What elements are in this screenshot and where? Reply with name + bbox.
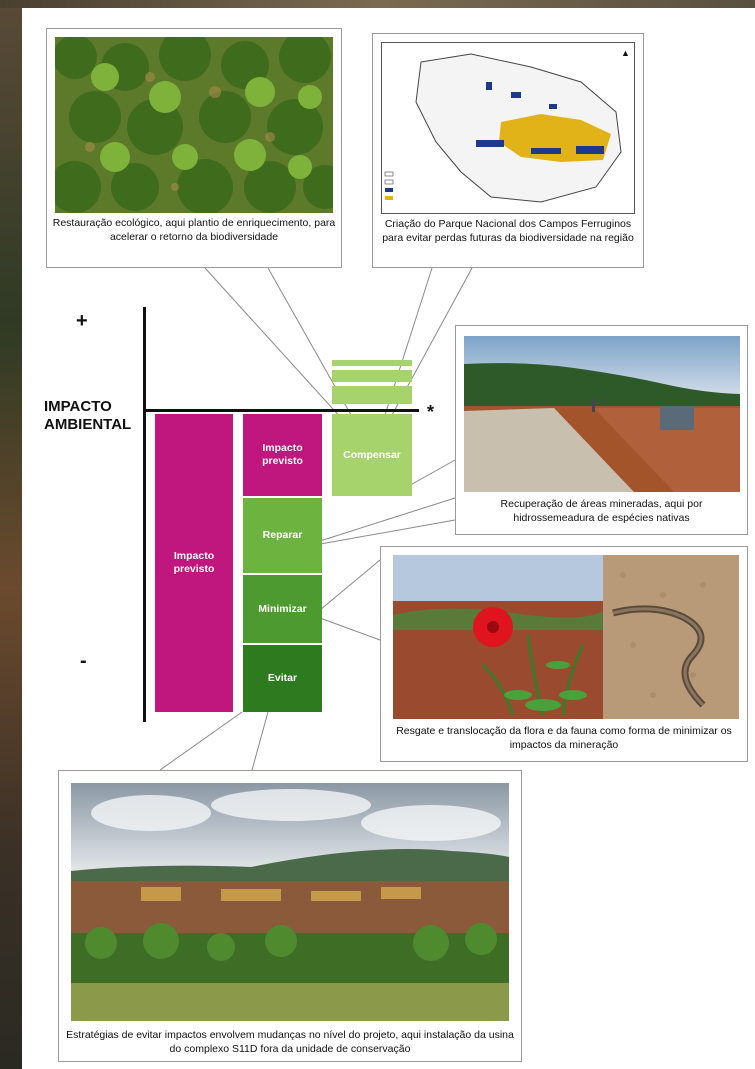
plant-landscape-photo <box>71 783 509 1021</box>
svg-text:▲: ▲ <box>621 48 630 58</box>
callout-recovery: Recuperação de áreas mineradas, aqui por… <box>455 325 748 535</box>
bar-compensar-stripe-3 <box>332 386 412 404</box>
caption-recovery: Recuperação de áreas mineradas, aqui por… <box>500 498 703 524</box>
asterisk: * <box>427 402 435 422</box>
line-avoid-1 <box>159 711 243 771</box>
line-avoid-2 <box>251 711 269 771</box>
callout-restoration: Restauração ecológico, aqui plantio de e… <box>46 28 342 268</box>
bar-reparar: Reparar <box>243 498 322 573</box>
vertical-axis <box>143 307 146 722</box>
bar-compensar-stripe-2 <box>332 370 412 382</box>
bar-compensar-stripe-1 <box>332 360 412 366</box>
bar-compensar: Compensar <box>332 414 412 496</box>
caption-restoration: Restauração ecológico, aqui plantio de e… <box>52 217 336 243</box>
caption-avoid: Estratégias de evitar impactos envolvem … <box>66 1029 514 1055</box>
bar-minimizar: Minimizar <box>243 575 322 643</box>
line-recovery-repair-2 <box>297 519 456 549</box>
bar-evitar: Evitar <box>243 645 322 712</box>
snake-photo <box>603 555 739 719</box>
park-map-image: ▲ <box>381 42 635 214</box>
flower-photo <box>393 555 603 719</box>
bar-impacto-previsto-small: Impacto previsto <box>243 414 322 496</box>
mined-area-photo <box>464 336 740 492</box>
forest-canopy-photo <box>55 37 333 213</box>
callout-park: ▲ Criação do Parque Nacional dos Campos … <box>372 33 644 268</box>
line-recovery-repair <box>297 497 456 549</box>
horizontal-axis <box>143 409 419 412</box>
line-rescue-minimize <box>319 559 381 611</box>
caption-rescue: Resgate e translocação da flora e da fau… <box>396 725 732 751</box>
background-top-strip <box>0 0 755 8</box>
minus-sign: - <box>80 650 87 672</box>
axis-label-impacto-ambiental: IMPACTO AMBIENTAL <box>44 398 132 433</box>
plus-sign: + <box>76 310 88 332</box>
callout-rescue: Resgate e translocação da flora e da fau… <box>380 546 748 762</box>
background-forest-strip <box>0 0 22 1069</box>
line-rescue-minimize-2 <box>319 617 381 641</box>
bar-impacto-previsto-large: Impacto previsto <box>155 414 233 712</box>
callout-avoid: Estratégias de evitar impactos envolvem … <box>58 770 522 1062</box>
caption-park: Criação do Parque Nacional dos Campos Fe… <box>382 218 634 244</box>
